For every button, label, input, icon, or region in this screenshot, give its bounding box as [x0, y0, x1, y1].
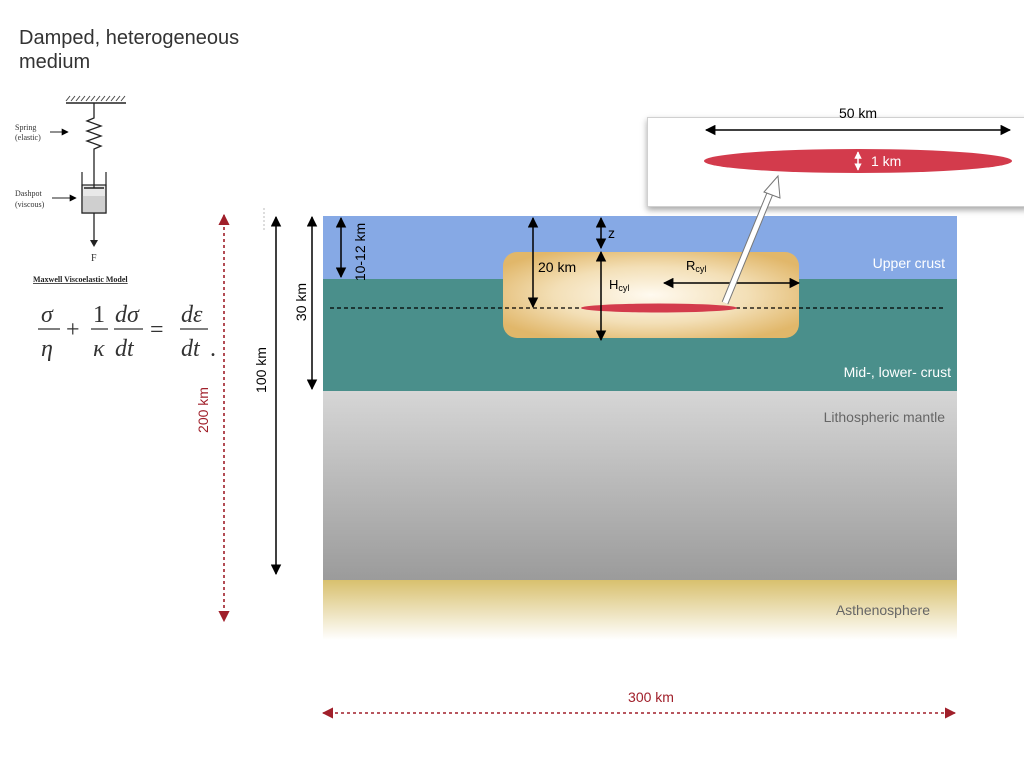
model-depth-label: 100 km — [253, 347, 269, 393]
asthenosphere-layer — [323, 580, 957, 640]
spring-label: Spring — [15, 123, 36, 132]
maxwell-model-sketch: Spring (elastic) Dashpot (viscous) F Max… — [15, 95, 128, 284]
svg-text:η: η — [41, 336, 53, 362]
svg-text:.: . — [210, 336, 216, 362]
spring-icon — [85, 103, 103, 172]
r-cyl-label: Rcyl — [686, 258, 706, 274]
h-cyl-label: Hcyl — [609, 277, 629, 293]
lithospheric-mantle-label: Lithospheric mantle — [824, 409, 946, 425]
cylinder-depth-label: 20 km — [538, 259, 576, 275]
inset-thickness-label: 1 km — [871, 153, 901, 169]
maxwell-equation: σ η + 1 κ dσ dt = dε dt . — [38, 302, 216, 362]
svg-text:1: 1 — [93, 302, 105, 328]
svg-text:dt: dt — [115, 336, 135, 362]
svg-text:+: + — [66, 317, 80, 343]
cylinder-region — [503, 252, 799, 338]
page-title: Damped, heterogeneous medium — [19, 27, 240, 73]
h-cyl-sub: cyl — [618, 283, 629, 293]
svg-text:σ: σ — [41, 302, 54, 328]
crust-depth-label: 30 km — [293, 283, 309, 321]
ceiling-hatch-icon — [65, 95, 126, 104]
model-caption: Maxwell Viscoelastic Model — [33, 275, 128, 284]
spring-label-sub: (elastic) — [15, 133, 41, 142]
svg-text:dσ: dσ — [115, 302, 140, 328]
r-cyl-main: R — [686, 258, 695, 273]
z-label: z — [608, 225, 615, 241]
dashpot-label: Dashpot — [15, 189, 42, 198]
lithospheric-mantle-layer — [323, 391, 957, 580]
dashpot-icon — [81, 172, 107, 247]
mid-lower-crust-label: Mid-, lower- crust — [844, 364, 951, 380]
upper-crust-depth-label: 10-12 km — [352, 223, 368, 281]
h-cyl-main: H — [609, 277, 618, 292]
svg-text:dt: dt — [181, 336, 201, 362]
inset-length-label: 50 km — [839, 105, 877, 121]
upper-crust-label: Upper crust — [873, 255, 945, 271]
zoom-pointer-head-icon — [763, 174, 781, 199]
svg-text:=: = — [150, 317, 164, 343]
zoom-pointer-arrow — [722, 185, 776, 304]
dashpot-label-sub: (viscous) — [15, 200, 45, 209]
width-label: 300 km — [628, 689, 674, 705]
sill-ellipse — [581, 303, 737, 313]
r-cyl-sub: cyl — [695, 264, 706, 274]
svg-text:dε: dε — [181, 302, 203, 328]
asthenosphere-label: Asthenosphere — [836, 602, 930, 618]
svg-text:κ: κ — [93, 336, 105, 362]
force-label: F — [91, 253, 97, 264]
total-depth-label: 200 km — [195, 387, 211, 433]
